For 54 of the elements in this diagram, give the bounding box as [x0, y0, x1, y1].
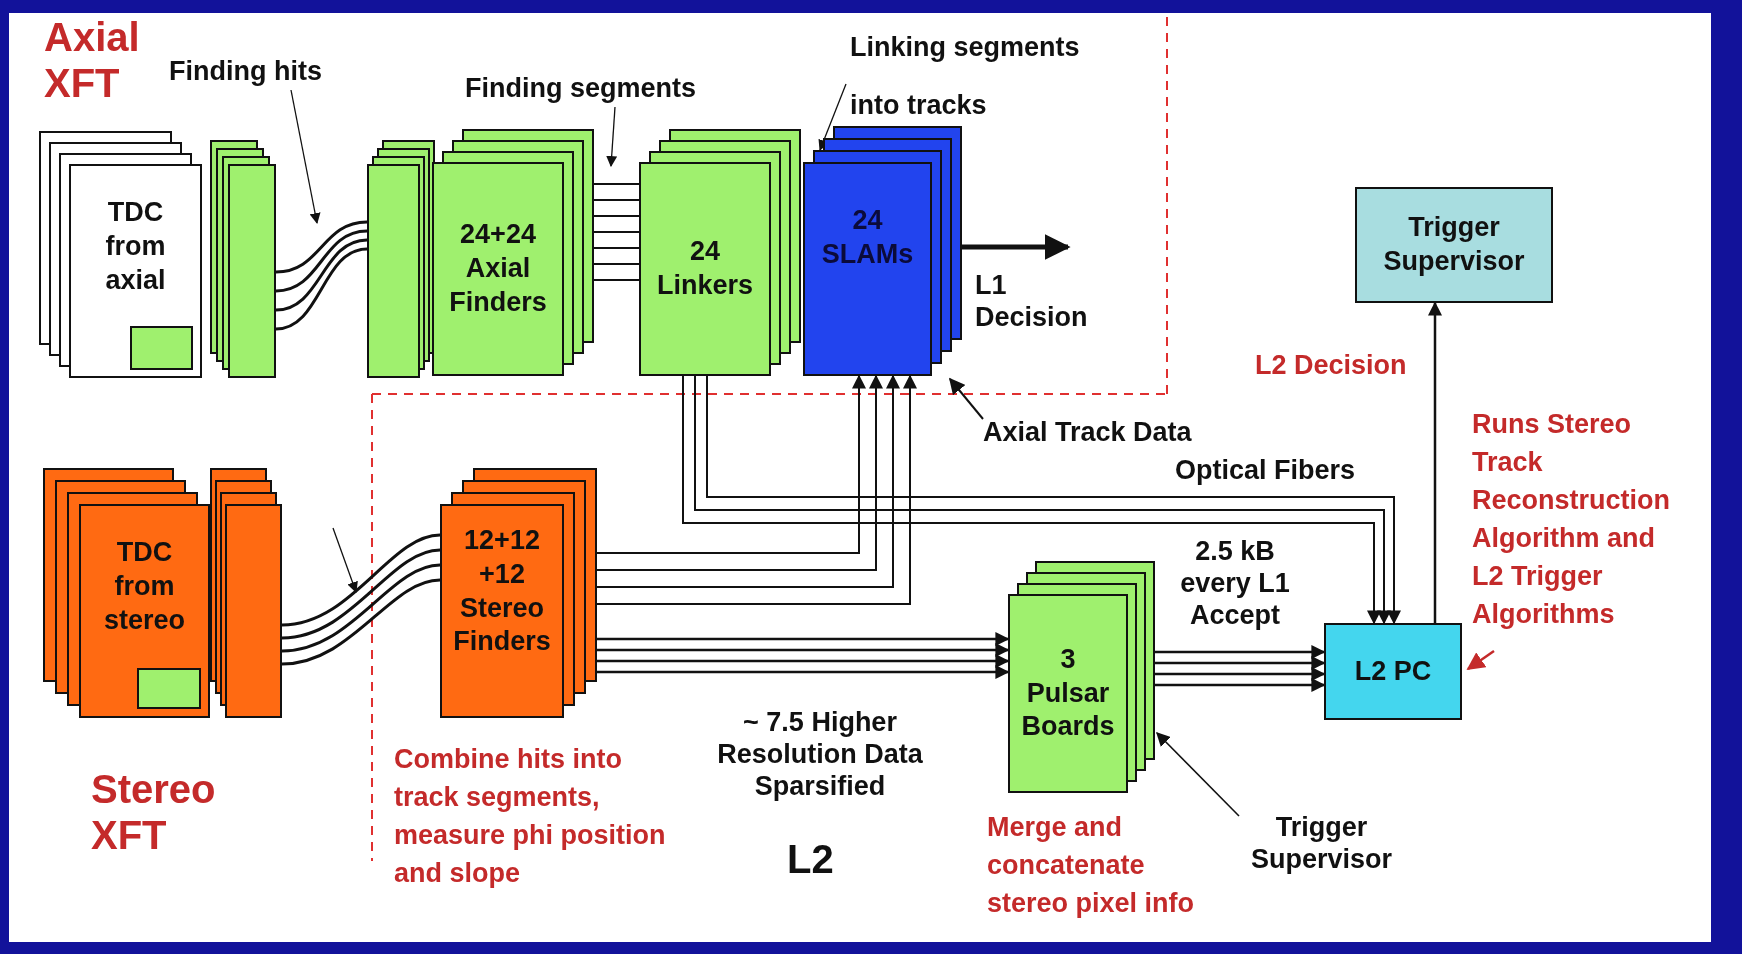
leader-arrow — [606, 106, 618, 168]
board-stack — [210, 140, 276, 378]
leader-arrow — [949, 377, 984, 420]
process-box — [1324, 623, 1462, 720]
board-stack — [803, 126, 962, 376]
callout-text: Axial Track Data — [983, 417, 1192, 449]
annotation-text: Merge and concatenate stereo pixel info — [987, 811, 1196, 920]
signal-line — [1155, 645, 1326, 659]
callout-text: Linking segments into tracks — [850, 18, 1100, 134]
leader-arrow — [290, 89, 321, 225]
arrow — [962, 234, 1071, 260]
leader-arrow — [1466, 649, 1495, 671]
signal-line — [597, 665, 1010, 679]
board-stack — [639, 129, 801, 376]
diagram-label: 2.5 kB every L1 Accept — [1179, 536, 1291, 632]
board-stack — [210, 468, 282, 718]
callout-text: Finding hits — [169, 56, 322, 88]
diagram-label: Axial XFT — [44, 14, 141, 106]
board-label: 3 Pulsar Boards — [1020, 642, 1116, 744]
signal-line — [597, 654, 1010, 668]
diagram-label: ~ 7.5 Higher Resolution Data Sparsified — [716, 707, 924, 803]
board-stack — [432, 129, 594, 376]
board-stack — [440, 468, 597, 718]
board-label: TDC from stereo — [102, 536, 186, 637]
board-label: TDC from axial — [104, 196, 167, 297]
leader-arrow — [1156, 732, 1240, 817]
annotation-text: Combine hits into track segments, measure phi position and slope — [394, 743, 667, 890]
arrow — [1428, 301, 1442, 623]
diagram-label: Optical Fibers — [1175, 455, 1356, 487]
signal-lines — [593, 183, 640, 281]
diagram-label: L2 Decision — [1255, 350, 1407, 382]
signal-line — [1155, 656, 1326, 670]
process-box — [1355, 187, 1553, 303]
callout-text: L1 Decision — [975, 270, 1115, 334]
board-stack — [367, 140, 435, 378]
board-label: 12+12 +12 Stereo Finders — [452, 524, 552, 659]
board-stack — [39, 131, 202, 378]
board-label: 24 Linkers — [655, 235, 754, 302]
leader-arrow — [818, 83, 847, 151]
board-stack — [43, 468, 210, 718]
board-label: L2 PC — [1353, 654, 1433, 688]
signal-line — [597, 632, 1010, 646]
callout-text: Finding segments — [465, 73, 697, 105]
signal-line — [1155, 667, 1326, 681]
diagram-label: Stereo XFT — [91, 766, 217, 858]
board-stack — [1008, 561, 1155, 793]
board-label: 24 SLAMs — [820, 204, 915, 271]
board-label: Trigger Supervisor — [1382, 211, 1526, 278]
board-label: 24+24 Axial Finders — [448, 218, 548, 319]
signal-line — [597, 643, 1010, 657]
callout-text: Trigger Supervisor — [1239, 812, 1404, 876]
diagram-label: L2 — [787, 836, 834, 883]
callout-text: Runs Stereo Track Reconstruction Algorithm and L2 Trigger Algorithms — [1472, 405, 1677, 633]
signal-line — [1155, 678, 1326, 692]
